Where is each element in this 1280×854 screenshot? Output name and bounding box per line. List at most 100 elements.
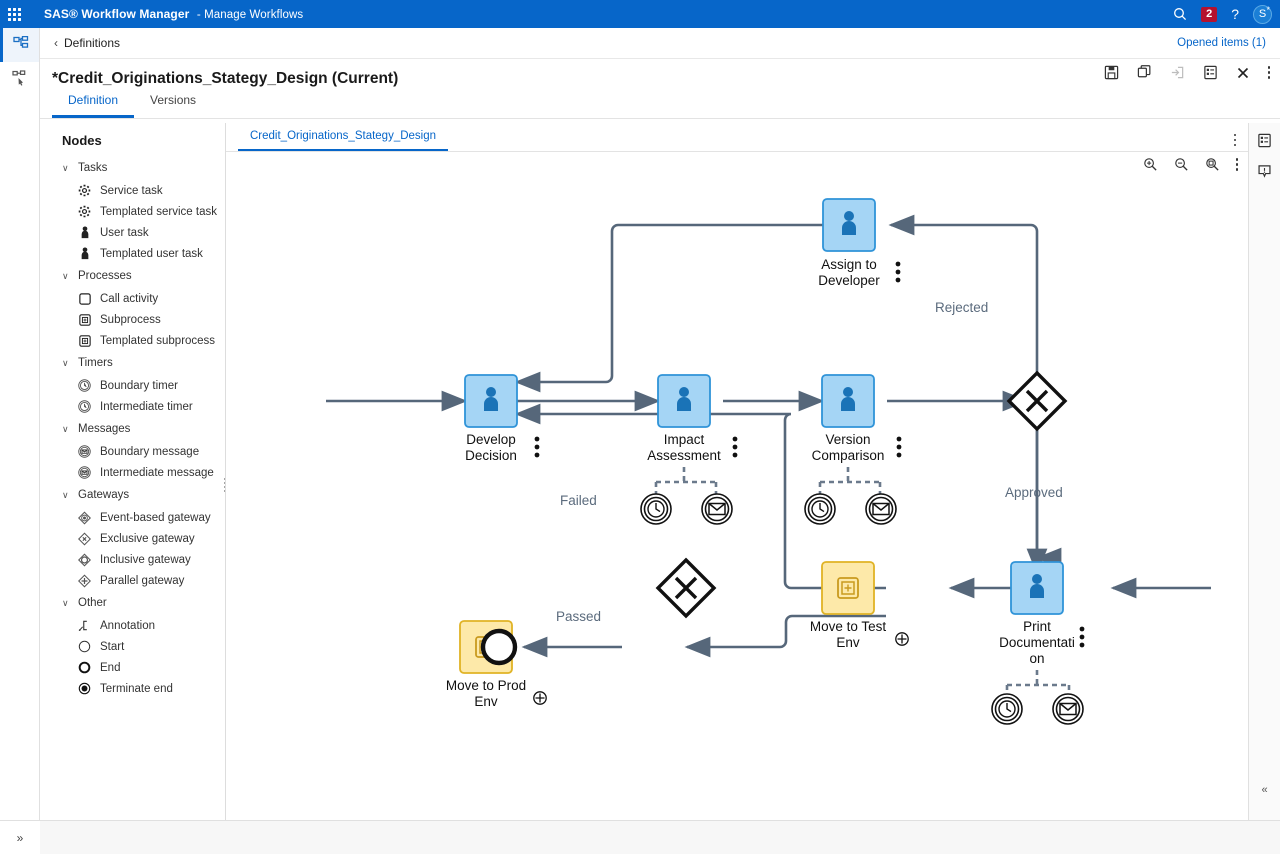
node-item-parallel-gateway[interactable]: Parallel gateway bbox=[40, 570, 225, 591]
node-assign-to-developer[interactable]: Assign to Developer bbox=[818, 199, 900, 288]
canvas-tab-active[interactable]: Credit_Originations_Stategy_Design bbox=[238, 130, 448, 152]
app-title: SAS® Workflow Manager - Manage Workflows bbox=[44, 7, 303, 21]
canvas-more-icon[interactable] bbox=[1236, 158, 1239, 171]
boundary-message-event[interactable] bbox=[702, 494, 732, 524]
node-item-templated-user-task[interactable]: Templated user task bbox=[40, 243, 225, 264]
terminate-end-icon bbox=[78, 682, 91, 695]
node-label: Developer bbox=[818, 273, 880, 288]
chevron-down-icon: ∨ bbox=[62, 271, 70, 282]
node-item-event-based-gateway[interactable]: Event-based gateway bbox=[40, 507, 225, 528]
node-move-to-test-env[interactable]: Move to Test Env bbox=[810, 562, 908, 650]
nodes-group-tasks[interactable]: ∨ Tasks bbox=[40, 156, 225, 180]
collapse-right-panel-icon[interactable]: « bbox=[1261, 784, 1267, 796]
canvas-tab-menu-icon[interactable] bbox=[1234, 134, 1237, 147]
nodes-group-gateways[interactable]: ∨ Gateways bbox=[40, 483, 225, 507]
node-exclusive-gateway-approval[interactable] bbox=[1009, 373, 1065, 429]
rail-item-workflow-instances[interactable] bbox=[0, 62, 39, 96]
editor-body: Nodes ∨ Tasks Service task Templated ser… bbox=[40, 123, 1280, 820]
node-version-comparison[interactable]: Version Comparison bbox=[805, 375, 901, 524]
node-label: Env bbox=[474, 694, 498, 709]
nodes-group-label: Timers bbox=[78, 357, 113, 369]
chevron-down-icon: ∨ bbox=[62, 424, 70, 435]
boundary-message-event[interactable] bbox=[1053, 694, 1083, 724]
node-label: Print bbox=[1023, 619, 1051, 634]
nodes-group-messages[interactable]: ∨ Messages bbox=[40, 417, 225, 441]
node-item-inclusive-gateway[interactable]: Inclusive gateway bbox=[40, 549, 225, 570]
node-develop-decision[interactable]: Develop Decision bbox=[465, 375, 539, 463]
comments-panel-icon[interactable] bbox=[1257, 164, 1272, 179]
expand-navigation-icon[interactable]: » bbox=[0, 821, 40, 854]
properties-panel-icon[interactable] bbox=[1257, 133, 1272, 148]
boundary-message-event[interactable] bbox=[866, 494, 896, 524]
clock-double-circle-icon bbox=[78, 379, 91, 392]
app-launcher-icon[interactable] bbox=[0, 0, 28, 28]
node-item-boundary-timer[interactable]: Boundary timer bbox=[40, 375, 225, 396]
nodes-group-timers[interactable]: ∨ Timers bbox=[40, 351, 225, 375]
node-label: on bbox=[1029, 651, 1044, 666]
node-menu-icon[interactable] bbox=[535, 437, 540, 458]
flow-label-rejected: Rejected bbox=[935, 300, 988, 315]
node-menu-icon[interactable] bbox=[1080, 627, 1085, 648]
app-section-name: - Manage Workflows bbox=[197, 9, 303, 21]
node-item-boundary-message[interactable]: Boundary message bbox=[40, 441, 225, 462]
tab-definition[interactable]: Definition bbox=[52, 93, 134, 118]
kebab-icon[interactable] bbox=[1268, 66, 1271, 79]
node-item-intermediate-timer[interactable]: Intermediate timer bbox=[40, 396, 225, 417]
bpmn-diagram[interactable]: Develop Decision Impact bbox=[226, 152, 1248, 820]
node-item-call-activity[interactable]: Call activity bbox=[40, 288, 225, 309]
expand-subprocess-icon[interactable] bbox=[534, 692, 546, 704]
node-end-event[interactable] bbox=[483, 631, 515, 663]
nodes-group-label: Other bbox=[78, 597, 107, 609]
clock-double-circle-icon bbox=[78, 400, 91, 413]
node-print-documentation[interactable]: Print Documentati on bbox=[992, 562, 1084, 724]
avatar[interactable]: S bbox=[1253, 5, 1272, 24]
expand-subprocess-icon[interactable] bbox=[896, 633, 908, 645]
node-item-label: Parallel gateway bbox=[100, 575, 184, 587]
node-item-label: Start bbox=[100, 641, 124, 653]
rail-item-workflow-diagram[interactable] bbox=[0, 28, 39, 62]
zoom-in-icon[interactable] bbox=[1143, 157, 1158, 172]
node-item-templated-service-task[interactable]: Templated service task bbox=[40, 201, 225, 222]
boundary-connector bbox=[656, 467, 716, 496]
node-item-exclusive-gateway[interactable]: Exclusive gateway bbox=[40, 528, 225, 549]
node-item-user-task[interactable]: User task bbox=[40, 222, 225, 243]
boundary-timer-event[interactable] bbox=[805, 494, 835, 524]
nodes-group-processes[interactable]: ∨ Processes bbox=[40, 264, 225, 288]
node-menu-icon[interactable] bbox=[897, 437, 902, 458]
save-icon[interactable] bbox=[1104, 65, 1119, 80]
node-exclusive-gateway-test-result[interactable] bbox=[658, 560, 714, 616]
search-icon[interactable] bbox=[1173, 7, 1187, 21]
annotation-icon bbox=[78, 619, 91, 632]
node-item-annotation[interactable]: Annotation bbox=[40, 615, 225, 636]
properties-icon[interactable] bbox=[1203, 65, 1218, 80]
boundary-timer-event[interactable] bbox=[641, 494, 671, 524]
node-menu-icon[interactable] bbox=[733, 437, 738, 458]
node-item-start[interactable]: Start bbox=[40, 636, 225, 657]
node-item-subprocess[interactable]: Subprocess bbox=[40, 309, 225, 330]
close-icon[interactable] bbox=[1236, 66, 1250, 80]
node-item-label: Call activity bbox=[100, 293, 158, 305]
notifications-badge[interactable]: 2 bbox=[1201, 7, 1217, 22]
tab-versions[interactable]: Versions bbox=[134, 93, 212, 118]
nodes-group-other[interactable]: ∨ Other bbox=[40, 591, 225, 615]
zoom-out-icon[interactable] bbox=[1174, 157, 1189, 172]
subprocess-icon bbox=[78, 313, 91, 326]
help-icon[interactable]: ? bbox=[1231, 6, 1239, 22]
boundary-timer-event[interactable] bbox=[992, 694, 1022, 724]
breadcrumb-definitions[interactable]: ‹ Definitions bbox=[54, 36, 120, 50]
node-label: Env bbox=[836, 635, 860, 650]
opened-items-link[interactable]: Opened items (1) bbox=[1177, 37, 1266, 49]
flow-label-failed: Failed bbox=[560, 493, 597, 508]
node-item-end[interactable]: End bbox=[40, 657, 225, 678]
zoom-fit-icon[interactable] bbox=[1205, 157, 1220, 172]
node-item-templated-subprocess[interactable]: Templated subprocess bbox=[40, 330, 225, 351]
node-impact-assessment[interactable]: Impact Assessment bbox=[641, 375, 737, 524]
node-item-intermediate-message[interactable]: Intermediate message bbox=[40, 462, 225, 483]
node-item-service-task[interactable]: Service task bbox=[40, 180, 225, 201]
breadcrumb: ‹ Definitions Opened items (1) bbox=[40, 28, 1280, 59]
node-item-terminate-end[interactable]: Terminate end bbox=[40, 678, 225, 699]
node-item-label: Terminate end bbox=[100, 683, 173, 695]
diagram-canvas[interactable]: Credit_Originations_Stategy_Design bbox=[226, 123, 1248, 820]
copy-icon[interactable] bbox=[1137, 65, 1152, 80]
node-menu-icon[interactable] bbox=[896, 262, 901, 283]
